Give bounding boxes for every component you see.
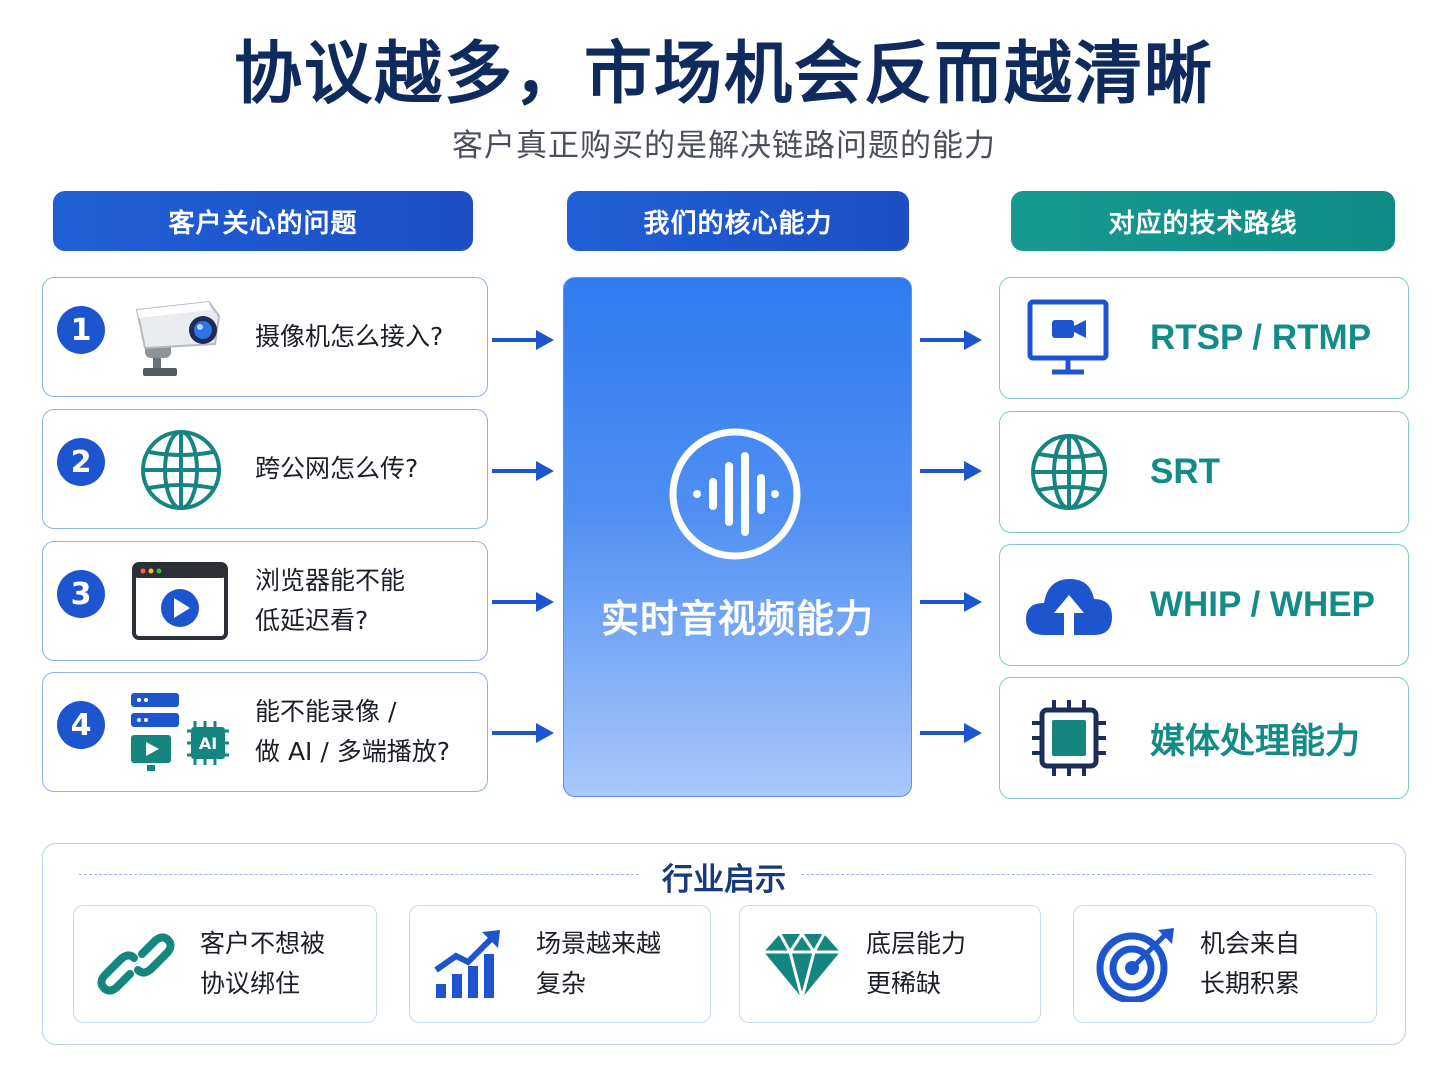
arrow-right-icon [920,592,982,612]
question-number: 2 [57,438,105,486]
arrow-right-icon [920,330,982,350]
insight-card-2: 场景越来越 复杂 [409,905,711,1023]
question-number: 1 [57,306,105,354]
column-header-questions: 客户关心的问题 [53,191,473,251]
column-header-core: 我们的核心能力 [567,191,909,251]
tech-label: 媒体处理能力 [1150,721,1361,761]
diamond-icon [764,931,840,1002]
security-camera-icon [135,300,221,376]
tech-card-rtsp-rtmp: RTSP / RTMP [999,277,1409,399]
insight-text: 客户不想被 协议绑住 [200,906,325,1022]
question-number: 3 [57,570,105,618]
insight-card-4: 机会来自 长期积累 [1073,905,1377,1023]
question-line: 浏览器能不能 [255,566,406,595]
server-ai-icon: AI [131,693,229,771]
browser-play-icon [132,562,228,640]
question-line: 做 AI / 多端播放? [255,737,451,766]
question-line: 摄像机怎么接入? [255,322,444,351]
page-title: 协议越多，市场机会反而越清晰 [233,35,1214,114]
insights-panel: 行业启示 客户不想被 协议绑住 场景越来越 复杂 [42,843,1406,1045]
insight-card-1: 客户不想被 协议绑住 [73,905,377,1023]
insight-line: 场景越来越 [536,929,662,958]
insight-line: 机会来自 [1200,929,1301,958]
core-capability-panel: 实时音视频能力 [563,277,912,797]
question-card-3: 3 浏览器能不能 低延迟看? [42,541,488,661]
question-line: 能不能录像 / [255,697,397,726]
svg-text:AI: AI [199,734,217,753]
column-header-tech: 对应的技术路线 [1011,191,1395,251]
insight-line: 客户不想被 [200,929,326,958]
arrow-right-icon [492,330,554,350]
insight-text: 底层能力 更稀缺 [866,906,966,1022]
question-card-4: 4 AI 能不能录像 / 做 AI / 多端播放? [42,672,488,792]
insight-line: 更稀缺 [866,969,942,998]
divider [801,874,1371,875]
insights-title: 行业启示 [662,862,786,898]
insight-line: 复杂 [536,969,587,998]
globe-icon [1031,434,1107,510]
question-card-2: 2 跨公网怎么传? [42,409,488,529]
chip-icon [1032,700,1106,776]
tech-label: RTSP / RTMP [1150,318,1372,357]
tech-label: SRT [1150,452,1220,491]
arrow-right-icon [492,461,554,481]
question-text: 摄像机怎么接入? [255,278,475,396]
arrow-right-icon [920,461,982,481]
target-icon [1096,928,1174,1002]
page-subtitle: 客户真正购买的是解决链路问题的能力 [452,128,996,164]
tech-card-srt: SRT [999,411,1409,533]
arrow-right-icon [492,592,554,612]
link-icon [97,933,175,995]
insight-line: 底层能力 [866,929,967,958]
question-number: 4 [57,701,105,749]
tech-label: WHIP / WHEP [1150,585,1375,624]
question-card-1: 1 摄像机怎么接入? [42,277,488,397]
tech-card-media-processing: 媒体处理能力 [999,677,1409,799]
insight-line: 长期积累 [1200,969,1301,998]
audio-wave-icon [669,428,801,560]
question-text: 浏览器能不能 低延迟看? [255,542,475,660]
arrow-right-icon [492,723,554,743]
growth-chart-icon [434,930,500,998]
insight-text: 场景越来越 复杂 [536,906,661,1022]
question-text: 能不能录像 / 做 AI / 多端播放? [255,673,475,791]
insight-text: 机会来自 长期积累 [1200,906,1300,1022]
cloud-upload-icon [1026,579,1112,635]
core-capability-label: 实时音视频能力 [600,597,874,641]
tech-card-whip-whep: WHIP / WHEP [999,544,1409,666]
question-line: 低延迟看? [255,606,369,635]
question-text: 跨公网怎么传? [255,410,475,528]
question-line: 跨公网怎么传? [255,454,419,483]
globe-icon [141,430,221,510]
insight-card-3: 底层能力 更稀缺 [739,905,1041,1023]
insight-line: 协议绑住 [200,969,301,998]
arrow-right-icon [920,723,982,743]
monitor-camera-icon [1027,299,1109,375]
divider [79,874,639,875]
